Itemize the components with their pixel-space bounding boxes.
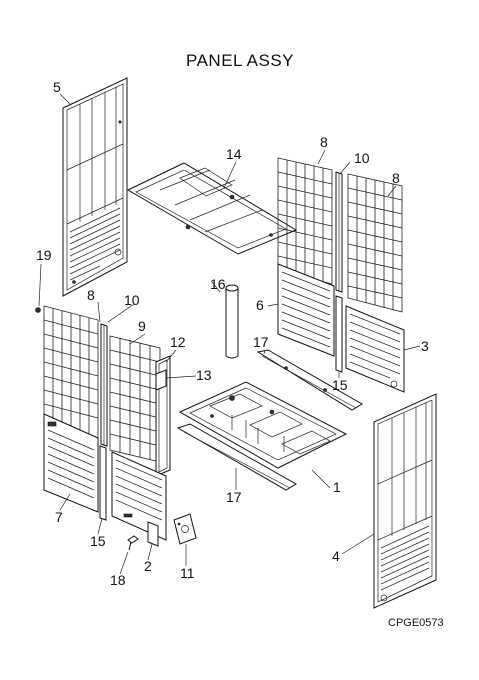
part-10-lower-post bbox=[100, 323, 108, 447]
part-13-strip bbox=[155, 369, 167, 391]
callout-17-lower: 17 bbox=[226, 489, 242, 505]
part-11-latch-plate bbox=[173, 513, 197, 545]
callout-14: 14 bbox=[226, 146, 242, 162]
callout-6: 6 bbox=[256, 297, 264, 313]
part-18-screw bbox=[127, 535, 139, 551]
part-15-upper-post bbox=[335, 295, 343, 373]
part-15-lower-post bbox=[99, 445, 107, 521]
part-10-upper-post bbox=[335, 171, 343, 293]
callout-17-upper: 17 bbox=[253, 334, 269, 350]
callout-7: 7 bbox=[55, 509, 63, 525]
part-19-screw bbox=[35, 307, 41, 313]
drawing-code: CPGE0573 bbox=[388, 617, 444, 629]
part-1-floor bbox=[178, 381, 348, 469]
callout-8-lower-left: 8 bbox=[87, 287, 95, 303]
part-9-mesh bbox=[109, 335, 161, 463]
callout-12: 12 bbox=[170, 334, 186, 350]
part-4-front-panel bbox=[373, 393, 437, 609]
callout-10-lower: 10 bbox=[124, 292, 140, 308]
callout-8-upper-right: 8 bbox=[392, 170, 400, 186]
callout-5: 5 bbox=[53, 79, 61, 95]
leader-lines bbox=[38, 93, 421, 575]
part-7-left-door bbox=[43, 413, 99, 513]
callout-15-lower: 15 bbox=[90, 533, 106, 549]
callout-15-upper: 15 bbox=[332, 377, 348, 393]
part-14-roof-panel bbox=[126, 162, 298, 255]
part-8-mesh-upper-right bbox=[347, 173, 403, 313]
part-17-lower-rail bbox=[176, 423, 297, 491]
callout-10-upper: 10 bbox=[354, 150, 370, 166]
part-6-side-panel bbox=[277, 263, 335, 357]
callout-18: 18 bbox=[110, 572, 126, 588]
part-8-mesh-upper-left bbox=[277, 157, 333, 285]
callout-19: 19 bbox=[36, 247, 52, 263]
callout-3: 3 bbox=[421, 338, 429, 354]
part-2-right-door bbox=[111, 451, 167, 547]
callout-11: 11 bbox=[180, 565, 195, 581]
callout-8-upper-left: 8 bbox=[320, 134, 328, 150]
part-3-side-panel bbox=[345, 305, 405, 393]
callout-4: 4 bbox=[332, 548, 340, 564]
callout-9: 9 bbox=[138, 318, 146, 334]
part-8-mesh-lower-left bbox=[43, 305, 99, 441]
part-16-center-post bbox=[225, 284, 239, 359]
diagram-title: PANEL ASSY bbox=[186, 51, 294, 70]
part-5-back-panel bbox=[62, 77, 128, 297]
callout-2: 2 bbox=[144, 558, 152, 574]
callout-16: 16 bbox=[210, 276, 226, 292]
callout-13: 13 bbox=[196, 367, 212, 383]
callout-1: 1 bbox=[333, 479, 341, 495]
